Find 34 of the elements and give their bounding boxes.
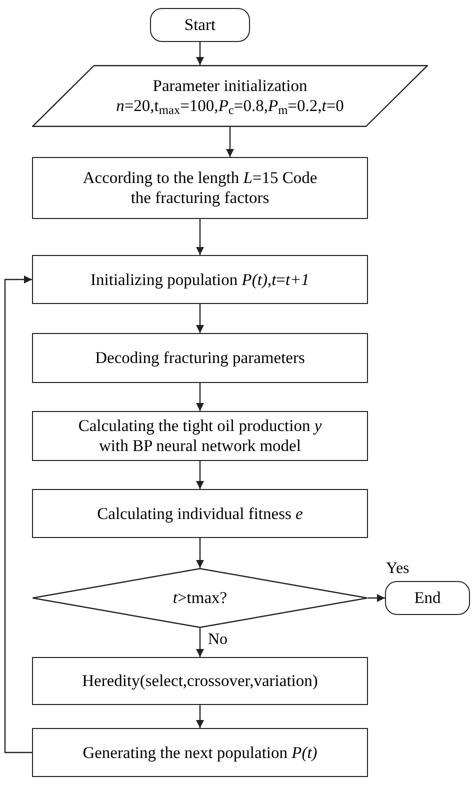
decision-diamond <box>32 568 368 628</box>
terminal-box <box>385 581 470 615</box>
arrow <box>196 628 204 657</box>
arrow <box>226 127 234 157</box>
process-box <box>32 411 368 461</box>
terminal-box <box>150 8 250 42</box>
arrow <box>368 594 385 602</box>
node-text: t>tmax? <box>172 588 228 608</box>
process-box <box>32 333 368 383</box>
node-text: Parameter initialization <box>152 76 308 96</box>
arrow <box>196 219 204 255</box>
process-box <box>32 657 368 705</box>
arrow <box>196 383 204 411</box>
node-text: Decoding fracturing parameters <box>95 348 305 368</box>
node-text: Calculating individual fitness e <box>97 504 303 524</box>
node-text: Start <box>184 15 216 35</box>
node-text: Calculating the tight oil production y with BP neural network model <box>77 416 323 456</box>
node-text: End <box>414 588 441 608</box>
arrow <box>196 42 204 65</box>
node-text: According to the length L=15 Code the fracturing factors <box>82 168 318 208</box>
input-parallelogram <box>32 65 428 127</box>
process-box <box>32 728 368 777</box>
process-box <box>32 489 368 538</box>
arrow <box>196 304 204 333</box>
arrow <box>196 538 204 568</box>
node-text: n=20,t$_{max}$=100,P$_{c}$=0.8,P$_{m}$=0.2,t=0 <box>116 96 344 116</box>
node-text: Generating the next population P(t) <box>82 742 318 762</box>
arrow <box>196 461 204 489</box>
arrow <box>196 705 204 728</box>
process-box <box>32 255 368 304</box>
process-box <box>32 157 368 219</box>
node-text: Initializing population P(t),t=t+1 <box>90 270 310 290</box>
arrow <box>4 276 32 754</box>
node-text: Heredity(select,crossover,variation) <box>82 671 318 691</box>
